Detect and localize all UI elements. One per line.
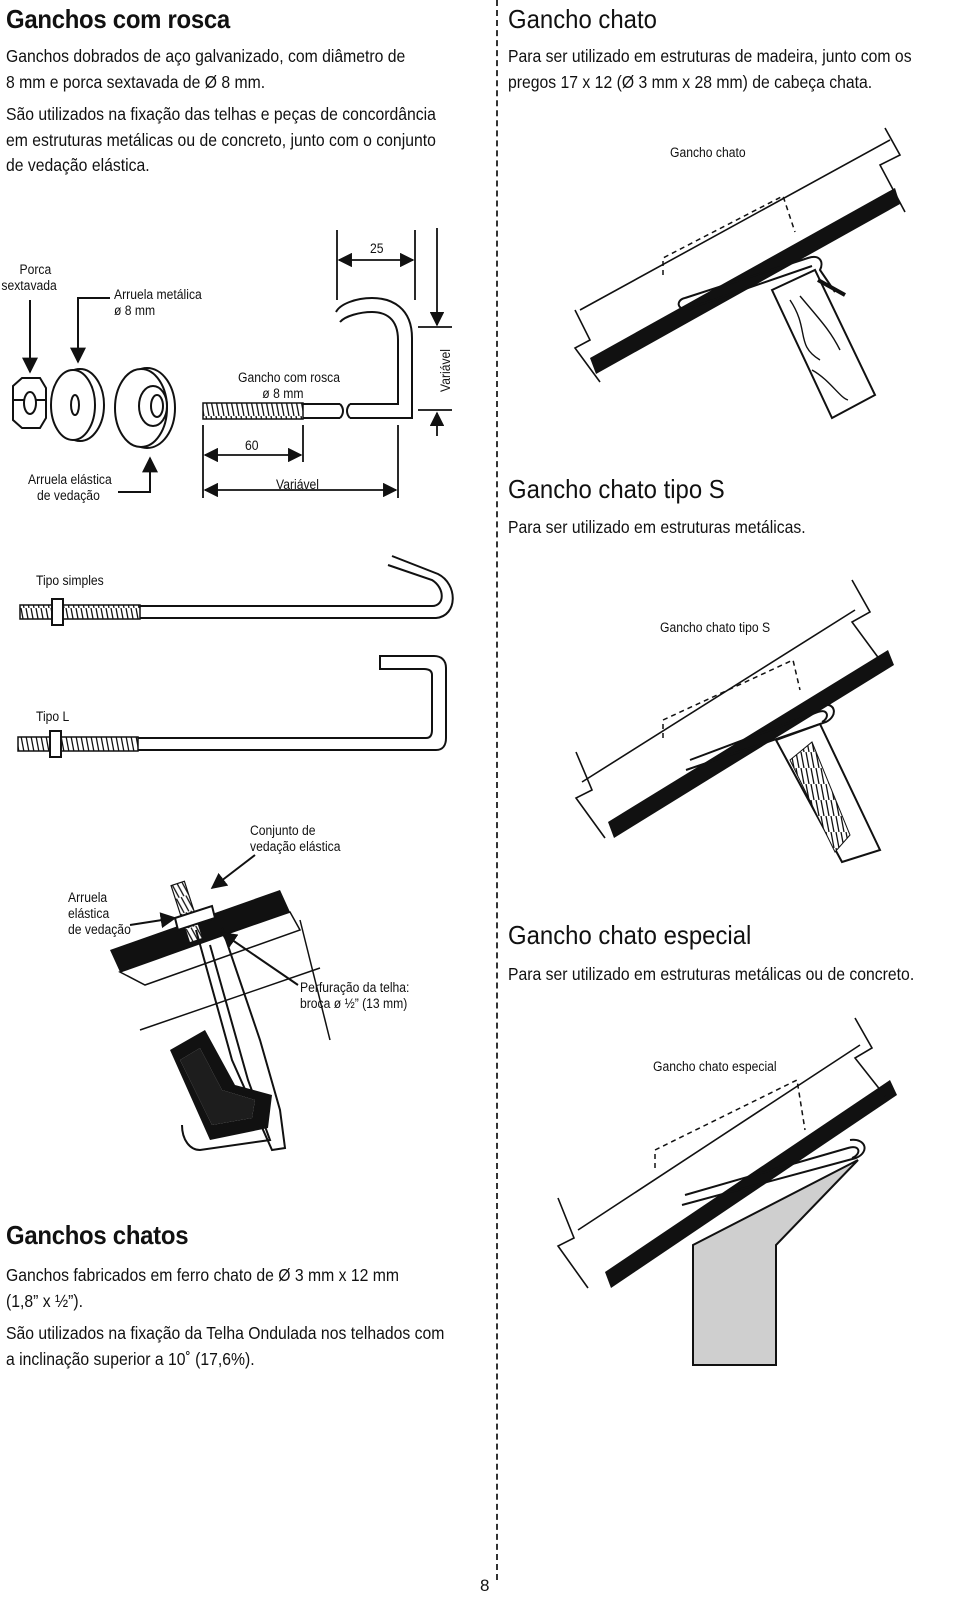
gancho-chato-text: Para ser utilizado em estruturas de made… bbox=[508, 44, 912, 95]
label-line: de vedação bbox=[37, 488, 100, 503]
gancho-chato-tipo-s-drawing bbox=[574, 579, 894, 864]
gancho-chato-tipo-s-figure-label: Gancho chato tipo S bbox=[660, 620, 771, 635]
callout-arrows bbox=[22, 297, 158, 493]
ganchos-com-rosca-text: Ganchos dobrados de aço galvanizado, com… bbox=[6, 44, 436, 179]
paragraph-line: Para ser utilizado em estruturas de made… bbox=[508, 46, 912, 66]
label-line: Arruela metálica bbox=[114, 287, 202, 302]
label-line: sextavada bbox=[1, 278, 57, 293]
label-line: vedação elástica bbox=[250, 839, 341, 854]
gancho-chato-figure-label: Gancho chato bbox=[670, 145, 746, 160]
gancho-chato-especial-title: Gancho chato especial bbox=[508, 920, 752, 950]
ganchos-com-rosca-title: Ganchos com rosca bbox=[6, 4, 230, 34]
dimension-25: 25 bbox=[370, 241, 384, 256]
column-divider bbox=[496, 0, 498, 1580]
arruela-elastica-drawing bbox=[114, 367, 176, 449]
paragraph-line: Ganchos dobrados de aço galvanizado, com… bbox=[6, 46, 406, 66]
arruela-metalica-drawing bbox=[50, 368, 105, 442]
gancho-chato-tipo-s-text: Para ser utilizado em estruturas metálic… bbox=[508, 515, 806, 541]
dimension-60: 60 bbox=[245, 438, 259, 453]
paragraph-line: a inclinação superior a 10˚ (17,6%). bbox=[6, 1348, 255, 1369]
paragraph-line: Para ser utilizado em estruturas metálic… bbox=[508, 517, 806, 537]
paragraph-line: de vedação elástica. bbox=[6, 155, 150, 175]
label-line: broca ø ½” (13 mm) bbox=[300, 996, 408, 1011]
label-line: Conjunto de bbox=[250, 823, 316, 838]
label-line: ø 8 mm bbox=[114, 303, 156, 318]
ganchos-chatos-title: Ganchos chatos bbox=[6, 1220, 189, 1250]
label-line: Arruela elástica bbox=[28, 472, 112, 487]
gancho-chato-especial-drawing bbox=[556, 1017, 897, 1366]
label-tipo-simples: Tipo simples bbox=[36, 573, 104, 588]
gancho-com-rosca-drawing bbox=[202, 296, 413, 420]
label-conjunto-vedacao: Conjunto de vedação elástica bbox=[250, 823, 341, 855]
paragraph-line: São utilizados na fixação das telhas e p… bbox=[6, 104, 436, 124]
paragraph-line: pregos 17 x 12 (Ø 3 mm x 28 mm) de cabeç… bbox=[508, 71, 873, 92]
gancho-chato-especial-text: Para ser utilizado em estruturas metálic… bbox=[508, 962, 914, 988]
label-line: Porca bbox=[19, 262, 52, 277]
conjunto-vedacao-drawing bbox=[110, 880, 331, 1152]
gancho-chato-especial-figure-label: Gancho chato especial bbox=[653, 1059, 777, 1074]
dimension-lines bbox=[202, 228, 452, 498]
label-line: Perfuração da telha: bbox=[300, 980, 410, 995]
dimension-variavel-vertical: Variável bbox=[438, 348, 453, 392]
tipo-simples-drawing bbox=[19, 555, 454, 626]
label-gancho-com-rosca: Gancho com rosca ø 8 mm bbox=[238, 370, 340, 402]
label-tipo-l: Tipo L bbox=[36, 709, 70, 724]
label-line: elástica bbox=[68, 906, 110, 921]
label-arruela-elastica: Arruela elástica de vedação bbox=[28, 472, 112, 504]
label-line: ø 8 mm bbox=[262, 386, 304, 401]
paragraph-line: 8 mm e porca sextavada de Ø 8 mm. bbox=[6, 71, 266, 92]
tipo-l-drawing bbox=[17, 655, 447, 758]
label-arruela-elastica-vedacao: Arruela elástica de vedação bbox=[68, 890, 131, 938]
paragraph-line: Ganchos fabricados em ferro chato de Ø 3… bbox=[6, 1265, 400, 1285]
paragraph-line: São utilizados na fixação da Telha Ondul… bbox=[6, 1323, 445, 1343]
conjunto-callouts bbox=[129, 854, 299, 986]
porca-sextavada-drawing bbox=[12, 377, 47, 429]
gancho-chato-drawing bbox=[573, 127, 906, 420]
page-number: 8 bbox=[480, 1576, 490, 1595]
gancho-chato-title: Gancho chato bbox=[508, 4, 657, 34]
paragraph-line: em estruturas metálicas ou de concreto, … bbox=[6, 129, 436, 150]
ganchos-chatos-text: Ganchos fabricados em ferro chato de Ø 3… bbox=[6, 1263, 444, 1372]
label-porca: Porca sextavada bbox=[1, 262, 57, 294]
label-perfuracao: Perfuração da telha: broca ø ½” (13 mm) bbox=[300, 980, 409, 1012]
paragraph-line: Para ser utilizado em estruturas metálic… bbox=[508, 964, 915, 984]
label-line: Gancho com rosca bbox=[238, 370, 340, 385]
label-arruela-metalica: Arruela metálica ø 8 mm bbox=[114, 287, 202, 319]
gancho-chato-tipo-s-title: Gancho chato tipo S bbox=[508, 474, 725, 504]
label-line: Arruela bbox=[68, 890, 108, 905]
dimension-variavel-horizontal: Variável bbox=[276, 477, 320, 492]
paragraph-line: (1,8” x ½”). bbox=[6, 1290, 84, 1311]
label-line: de vedação bbox=[68, 922, 131, 937]
